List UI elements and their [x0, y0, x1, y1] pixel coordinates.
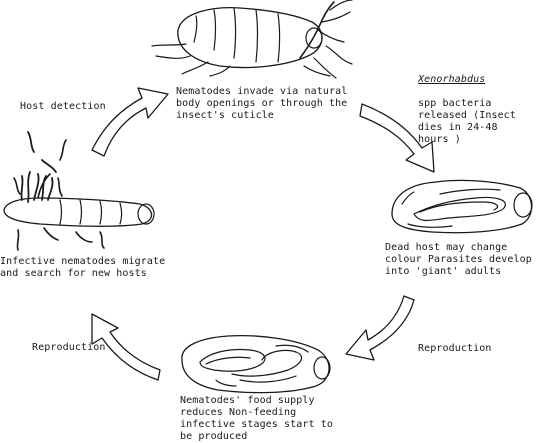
arrow-host-detection: [91, 87, 169, 157]
larva-invaded-illustration: [151, 0, 353, 79]
bacteria-details: spp bacteria released (Insect dies in 24…: [418, 98, 516, 145]
arrow-reproduction-left: [91, 313, 161, 381]
arrow-reproduction-right: [345, 295, 415, 361]
larva-dead-host-illustration: [391, 179, 533, 234]
reproduction-left-label: Reproduction: [32, 342, 106, 353]
bacteria-name: Xenorhabdus: [418, 74, 486, 85]
host-detection-label: Host detection: [20, 101, 106, 112]
dead-host-description: Dead host may change colour Parasites de…: [385, 242, 532, 277]
reproduction-right-label: Reproduction: [418, 343, 492, 354]
food-supply-description: Nematodes' food supply reduces Non-feedi…: [180, 395, 334, 442]
bacteria-description: Xenorhabdus spp bacteria released (Insec…: [418, 62, 516, 146]
larva-emergence-illustration: [3, 131, 155, 251]
arrow-bacteria-release: [359, 103, 435, 173]
migrate-description: Infective nematodes migrate and search f…: [0, 256, 166, 279]
invade-description: Nematodes invade via natural body openin…: [176, 86, 348, 121]
larva-reproduction-illustration: [181, 334, 331, 394]
